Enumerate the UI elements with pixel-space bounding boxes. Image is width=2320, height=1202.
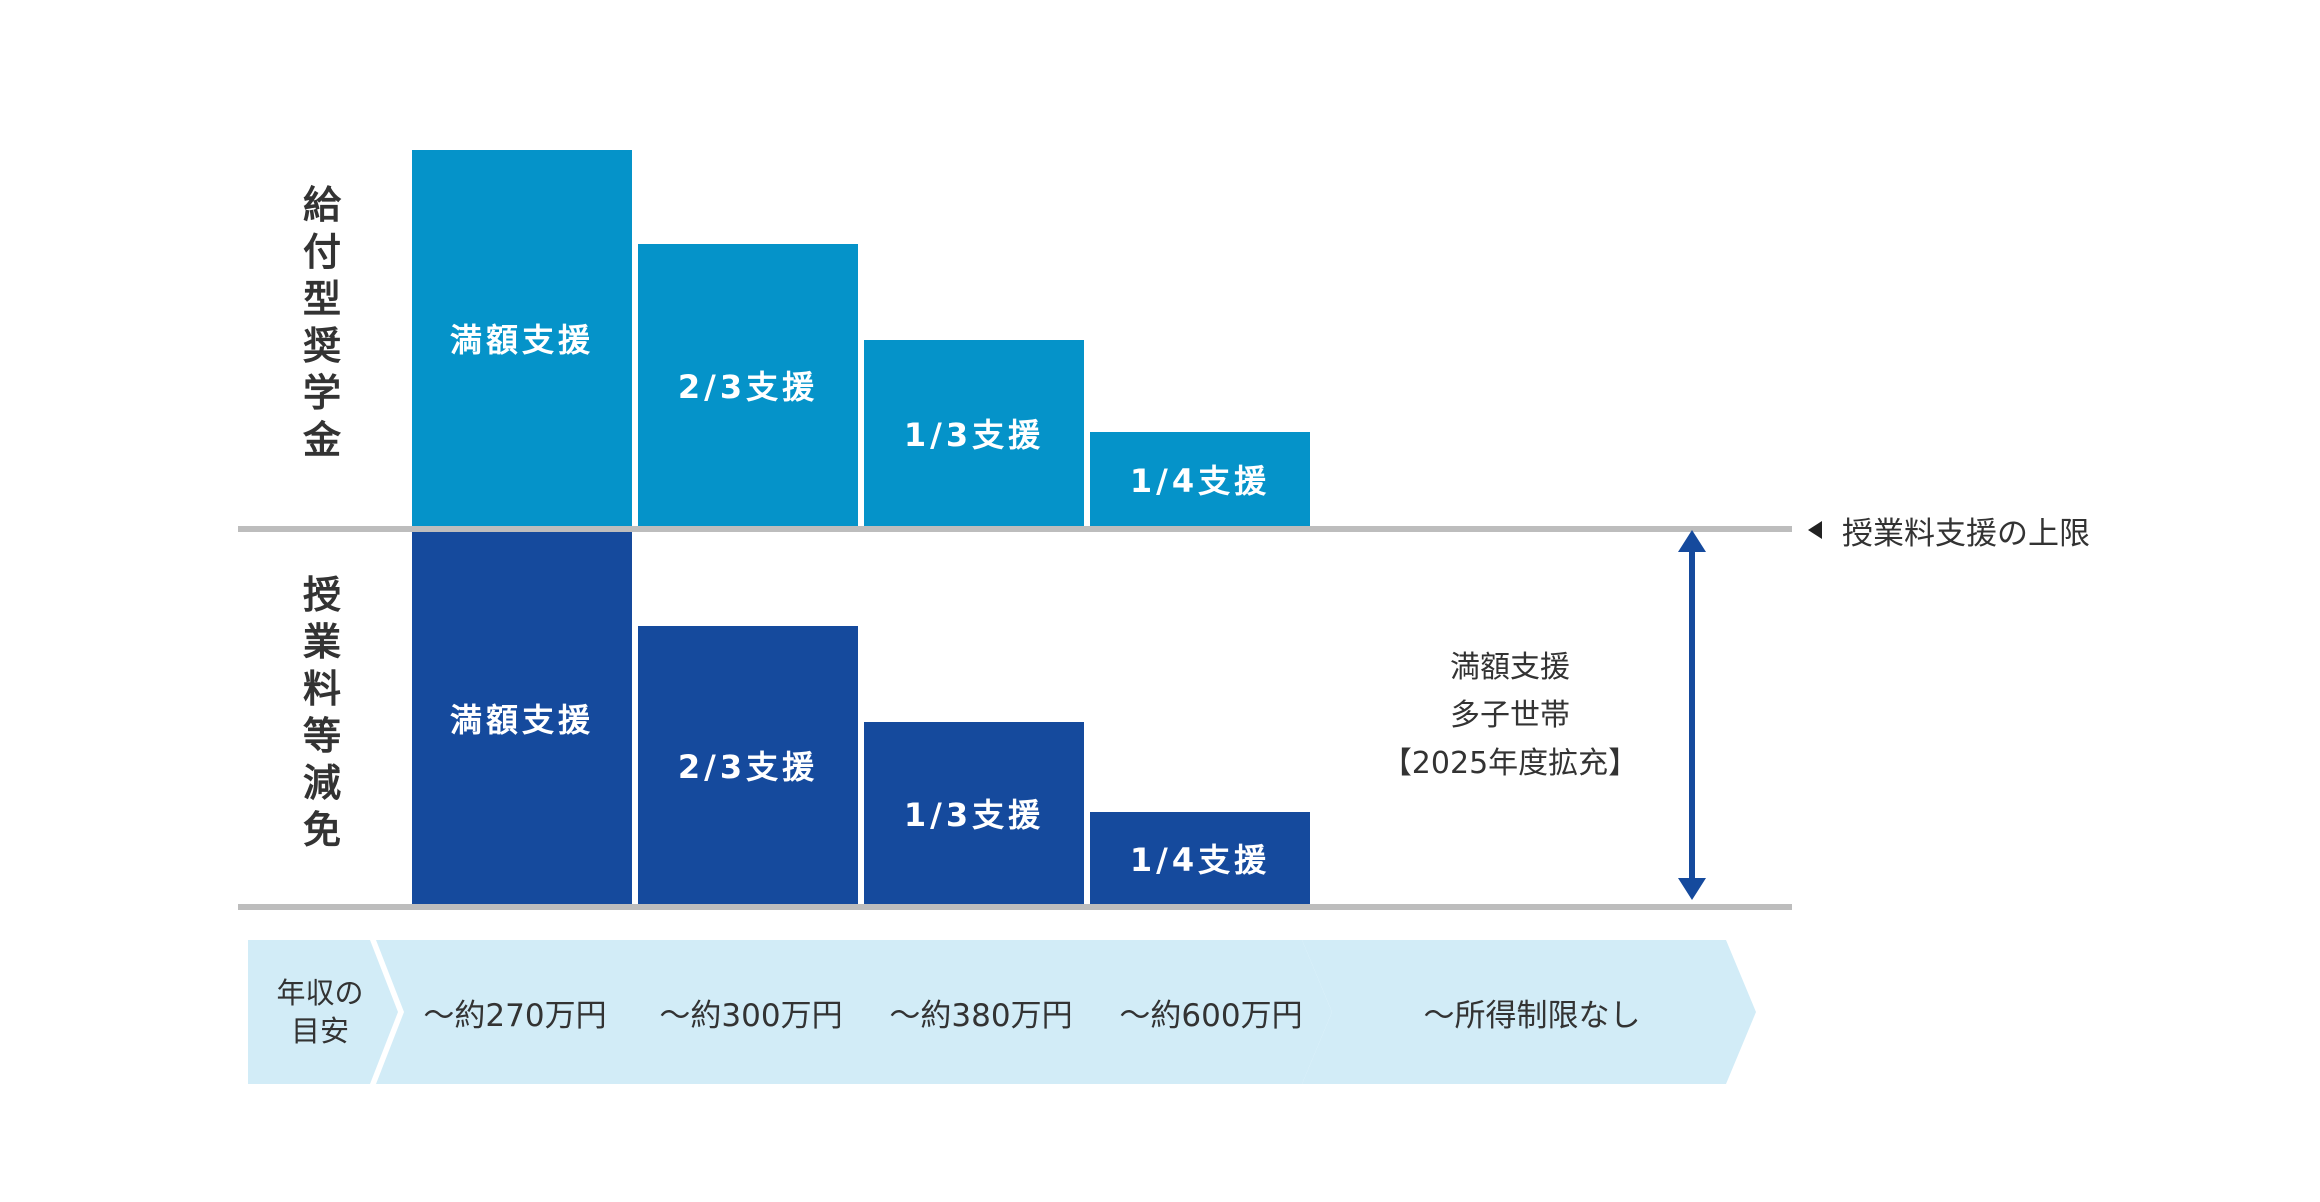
income-chevron-5 — [1302, 940, 1756, 1084]
tuition-reduction-label: 授 業 料 等 減 免 — [302, 573, 341, 852]
income-bracket-3: 〜約380万円 — [889, 997, 1073, 1034]
income-chevron-0 — [248, 940, 398, 1084]
tuition-bar-two-thirds: 2/3支援 — [638, 626, 858, 904]
bar-label: 満額支援 — [449, 321, 594, 359]
bar-label: 2/3支援 — [677, 748, 819, 786]
bar-label: 1/3支援 — [903, 796, 1045, 834]
tuition-limit-label: 授業料支援の上限 — [1842, 515, 2090, 552]
bar-label: 満額支援 — [449, 701, 594, 739]
income-chevron-4 — [1072, 940, 1332, 1084]
bar-label: 1/3支援 — [903, 416, 1045, 454]
note-line-1: 満額支援 — [1450, 650, 1570, 685]
income-bracket-4: 〜約600万円 — [1119, 997, 1303, 1034]
income-chevron-2 — [612, 940, 876, 1084]
scholarship-bar-one-quarter: 1/4支援 — [1090, 432, 1310, 526]
bar-label: 1/4支援 — [1129, 841, 1271, 879]
multi-child-note: 満額支援 多子世帯 【2025年度拡充】 — [1330, 644, 1690, 788]
tuition-bar-one-third: 1/3支援 — [864, 722, 1084, 904]
scholarship-label: 給 付 型 奨 学 金 — [302, 183, 341, 462]
scholarship-bar-full: 満額支援 — [412, 150, 632, 526]
note-line-3: 【2025年度拡充】 — [1381, 746, 1639, 781]
scholarship-bar-one-third: 1/3支援 — [864, 340, 1084, 526]
baseline-divider-line — [238, 904, 1792, 910]
income-bracket-1: 〜約270万円 — [423, 997, 607, 1034]
income-chevron-3 — [842, 940, 1104, 1084]
income-chevron-1 — [376, 940, 646, 1084]
income-bracket-5: 〜所得制限なし — [1423, 997, 1641, 1034]
bar-label: 1/4支援 — [1129, 462, 1271, 500]
tuition-bar-one-quarter: 1/4支援 — [1090, 812, 1310, 904]
note-line-2: 多子世帯 — [1450, 698, 1570, 733]
double-arrow-icon — [1678, 530, 1706, 900]
scholarship-bar-two-thirds: 2/3支援 — [638, 244, 858, 526]
income-axis-title: 年収の 目安 — [276, 976, 364, 1048]
pointer-left-icon — [1808, 521, 1822, 539]
tuition-bar-full: 満額支援 — [412, 532, 632, 904]
income-bracket-2: 〜約300万円 — [659, 997, 843, 1034]
tuition-limit-annotation: 授業料支援の上限 — [1808, 510, 2090, 552]
limit-divider-line — [238, 526, 1792, 532]
bar-label: 2/3支援 — [677, 368, 819, 406]
